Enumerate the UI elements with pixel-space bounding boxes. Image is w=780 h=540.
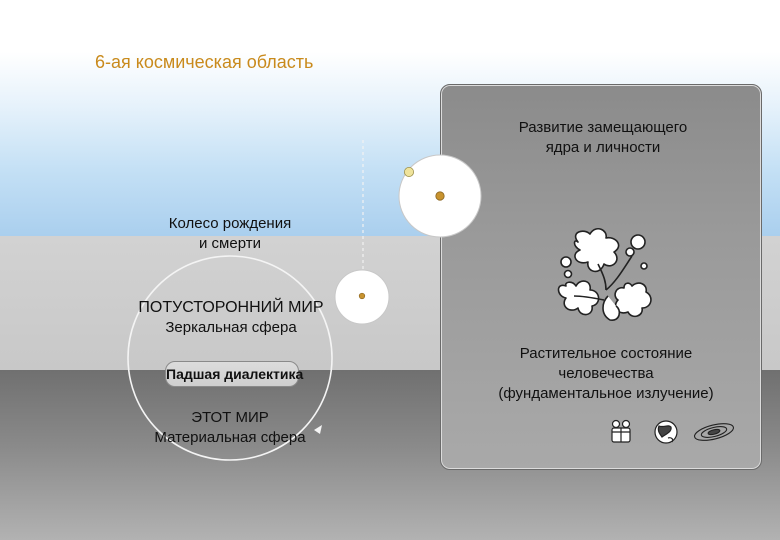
other-world-caption: ПОТУСТОРОННИЙ МИР Зеркальная сфера [106,298,356,338]
development-caption-line1: Развитие замещающего [518,119,688,136]
galaxy-icon [693,423,735,441]
this-world-caption-line1: ЭТОТ МИР [191,409,269,426]
development-caption: Развитие замещающего ядра и личности [483,118,723,158]
wheel-caption-line2: и смерти [199,235,261,252]
wheel-caption-line1: Колесо рождения [168,215,292,232]
this-world-caption: ЭТОТ МИР Материальная сфера [100,408,360,448]
plant-state-caption: Растительное состояние человечества (фун… [458,344,754,404]
page-title: 6-ая космическая область [95,52,314,72]
wheel-caption: Колесо рождения и смерти [130,214,330,254]
sixth-region-panel [440,84,762,470]
globe-icon [654,420,678,444]
plant-state-caption-line2: человечества [558,365,654,382]
plant-state-caption-line3: (фундаментальное излучение) [498,385,714,402]
plant-icon [557,227,652,321]
large-sphere-core [435,191,445,201]
this-world-caption-line2: Материальная сфера [154,429,306,446]
satellite-dot [403,166,414,177]
fallen-dialectic-label: Падшая диалектика [165,361,303,387]
other-world-caption-line2: Зеркальная сфера [165,319,297,336]
wheel-circle [127,255,333,461]
other-world-caption-line1: ПОТУСТОРОННИЙ МИР [138,299,324,316]
wheel-arrow-icon [314,425,322,434]
development-caption-line2: ядра и личности [545,139,661,156]
small-sphere-core [358,292,366,300]
plant-state-caption-line1: Растительное состояние [519,345,693,362]
gift-box-icon [611,419,631,443]
